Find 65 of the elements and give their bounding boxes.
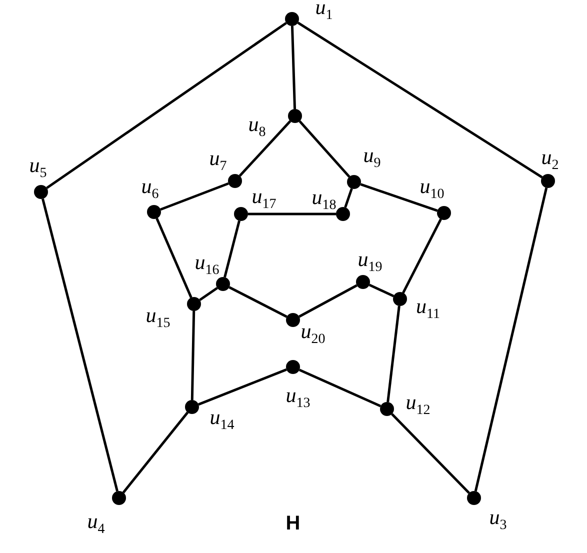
- vertex-label: u$_{16}$: [194, 252, 220, 278]
- edge-line: [190, 310, 196, 400]
- vertex-dot: [336, 207, 350, 221]
- edge-line: [224, 220, 240, 278]
- vertex-label: u$_{15}$: [146, 304, 170, 332]
- vertex-label: u$_{4}$: [87, 510, 105, 538]
- edge-line: [297, 22, 543, 178]
- vertex-dot: [34, 185, 48, 199]
- vertex-label: u$_{14}$: [210, 406, 234, 434]
- vertex-label: u$_{17}$: [252, 186, 276, 212]
- graph-caption: H: [286, 512, 300, 536]
- vertex-dot: [347, 175, 361, 189]
- edge-line: [386, 306, 400, 402]
- vertex-dot: [437, 206, 451, 220]
- vertex-label: u$_{11}$: [416, 296, 440, 322]
- edge-line: [238, 120, 292, 177]
- edge-line: [368, 284, 394, 298]
- vertex-dot: [285, 12, 299, 26]
- edge-line: [42, 198, 118, 492]
- vertex-label: u$_{1}$: [315, 0, 333, 24]
- vertex-dot: [216, 277, 230, 291]
- edge-line: [360, 183, 438, 212]
- edge-line: [156, 218, 192, 298]
- vertex-label: u$_{20}$: [300, 320, 326, 348]
- vertex-dot: [187, 297, 201, 311]
- vertex-label: u$_{3}$: [489, 506, 507, 534]
- vertex-dot: [380, 402, 394, 416]
- vertex-dot: [286, 313, 300, 327]
- edge-line: [344, 188, 353, 208]
- edge-line: [46, 22, 287, 190]
- vertex-label: u$_{6}$: [141, 176, 159, 202]
- edge-line: [402, 218, 442, 294]
- edge-line: [198, 368, 287, 406]
- vertex-label: u$_{13}$: [286, 384, 310, 412]
- edge-line: [298, 284, 358, 318]
- edge-line: [228, 286, 288, 318]
- vertex-dot: [185, 400, 199, 414]
- vertex-label: u$_{12}$: [406, 392, 430, 418]
- vertex-label: u$_{9}$: [363, 144, 381, 172]
- vertex-label: u$_{7}$: [209, 148, 227, 174]
- edge-line: [290, 26, 296, 110]
- edge-line: [298, 120, 350, 178]
- edge-line: [199, 286, 218, 302]
- vertex-dot: [228, 174, 242, 188]
- edge-line: [391, 413, 470, 494]
- vertex-dot: [467, 491, 481, 505]
- edge-line: [160, 182, 229, 211]
- vertex-dot: [234, 207, 248, 221]
- vertex-label: u$_{19}$: [358, 248, 382, 276]
- vertex-dot: [356, 275, 370, 289]
- vertex-dot: [393, 292, 407, 306]
- edge-line: [298, 368, 382, 408]
- edge-line: [474, 188, 548, 492]
- vertex-dot: [286, 360, 300, 374]
- vertex-label: u$_{5}$: [29, 154, 47, 182]
- vertex-dot: [288, 109, 302, 123]
- vertex-dot: [112, 491, 126, 505]
- edge-line: [248, 212, 336, 216]
- vertex-label: u$_{2}$: [541, 146, 559, 174]
- vertex-dot: [541, 174, 555, 188]
- vertex-label: u$_{18}$: [312, 186, 336, 214]
- vertex-label: u$_{10}$: [420, 176, 444, 202]
- edge-line: [122, 412, 189, 494]
- vertex-dot: [147, 205, 161, 219]
- vertex-label: u$_{8}$: [248, 114, 266, 140]
